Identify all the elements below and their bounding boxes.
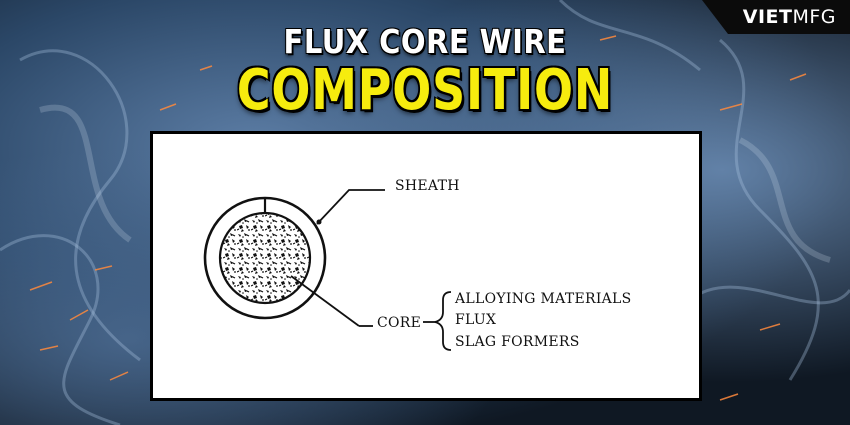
brand-logo-part2: MFG <box>792 6 836 28</box>
heading-line2: COMPOSITION <box>236 58 614 123</box>
core-component-flux: FLUX <box>455 312 497 328</box>
diagram-panel: SHEATH CORE ALLOYING MATERIALS FLUX SLAG… <box>150 131 702 401</box>
core-fill <box>218 211 312 305</box>
heading-line1: FLUX CORE WIRE <box>283 22 567 61</box>
core-label: CORE <box>377 315 422 331</box>
brand-logo-part1: VIET <box>742 6 793 28</box>
components-brace <box>434 291 452 351</box>
sheath-leader-line <box>316 189 385 225</box>
core-leader-line <box>290 275 360 327</box>
brand-logo: VIETMFG <box>743 5 836 29</box>
core-component-alloying-materials: ALLOYING MATERIALS <box>455 291 632 307</box>
core-component-slag-formers: SLAG FORMERS <box>455 334 580 350</box>
sheath-label: SHEATH <box>395 178 460 194</box>
wire-cross-section-diagram <box>203 189 452 351</box>
